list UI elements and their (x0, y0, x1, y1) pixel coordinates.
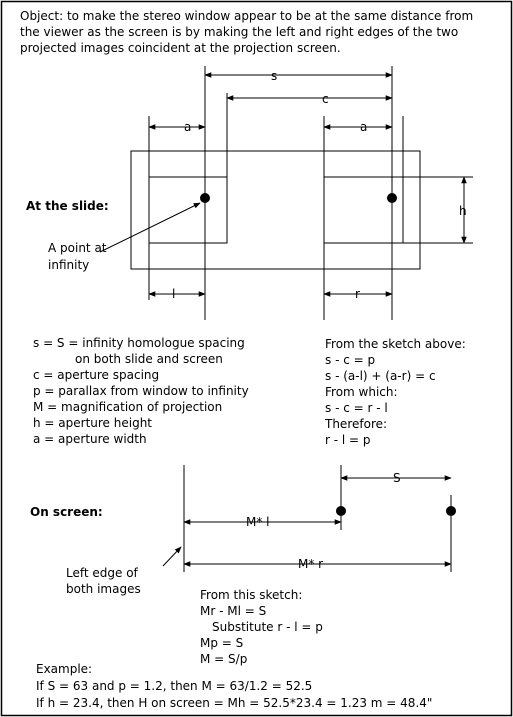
label-a-right: a (360, 120, 367, 134)
left-infinity-point (200, 193, 210, 203)
example-line-1: If S = 63 and p = 1.2, then M = 63/1.2 =… (36, 679, 312, 693)
right-infinity-point (387, 193, 397, 203)
slide-outline (130, 150, 421, 270)
derivation-list: From the sketch above: s - c = p s - (a-… (324, 337, 466, 447)
sketch-step: From this sketch: (200, 588, 302, 602)
sketch-step: Mp = S (200, 636, 243, 650)
intro-line-1: Object: to make the stereo window appear… (20, 9, 473, 23)
label-S: S (393, 471, 401, 485)
label-Mr: M* r (298, 557, 323, 571)
intro-line-3: projected images coincident at the proje… (20, 41, 341, 55)
derivation-item: s - (a-l) + (a-r) = c (325, 369, 436, 383)
point-note-line-1: A point at (48, 241, 107, 255)
definitions-list: s = S = infinity homologue spacing on bo… (33, 336, 249, 446)
definition-item: M = magnification of projection (33, 400, 222, 414)
definition-item: c = aperture spacing (33, 368, 159, 382)
screen-section-title: On screen: (30, 505, 103, 519)
example-heading: Example: (36, 662, 92, 676)
edge-pointer (162, 546, 182, 567)
screen-point-right (446, 506, 456, 516)
intro-line-2: the viewer as the screen is by making th… (20, 25, 458, 39)
edge-note-line-1: Left edge of (66, 566, 139, 580)
definition-item: a = aperture width (33, 432, 147, 446)
slide-diagram (99, 66, 473, 320)
derivation-item: r - l = p (325, 433, 371, 447)
slide-section-title: At the slide: (26, 199, 109, 213)
derivation-item: Therefore: (324, 417, 387, 431)
example-line-2: If h = 23.4, then H on screen = Mh = 52.… (36, 696, 432, 710)
definition-item: p = parallax from window to infinity (33, 384, 249, 398)
label-r: r (355, 287, 360, 301)
derivation-item: s - c = p (325, 353, 375, 367)
point-note-line-2: infinity (48, 258, 89, 272)
label-Ml: M* l (246, 515, 270, 529)
screen-point-left (336, 506, 346, 516)
sketch-step: Substitute r - l = p (212, 620, 323, 634)
definition-item: on both slide and screen (75, 352, 223, 366)
label-c: c (322, 92, 329, 106)
edge-note-line-2: both images (66, 582, 141, 596)
infinity-pointer (99, 202, 201, 253)
label-h: h (459, 204, 467, 218)
sketch-step: M = S/p (200, 652, 247, 666)
definition-item: h = aperture height (33, 416, 152, 430)
screen-diagram (162, 465, 452, 572)
derivation-item: From which: (325, 385, 398, 399)
sketch-steps: From this sketch: Mr - Ml = S Substitute… (200, 588, 323, 666)
label-l: l (172, 287, 175, 301)
label-a-left: a (184, 120, 191, 134)
sketch-step: Mr - Ml = S (200, 604, 266, 618)
definition-item: s = S = infinity homologue spacing (33, 336, 245, 350)
right-aperture (323, 176, 404, 244)
derivation-item: s - c = r - l (325, 401, 388, 415)
left-aperture (148, 176, 228, 244)
derivation-item: From the sketch above: (325, 337, 466, 351)
label-s: s (271, 69, 277, 83)
